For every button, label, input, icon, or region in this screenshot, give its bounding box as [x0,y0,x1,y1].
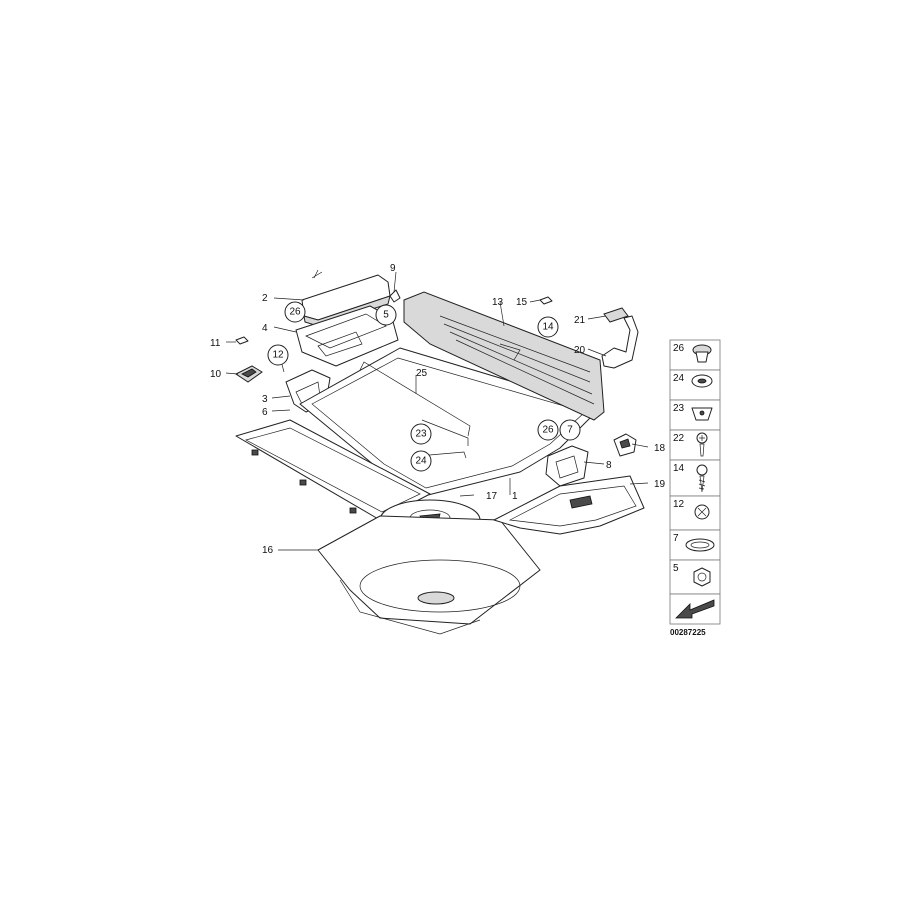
grommet-icon [692,344,712,363]
legend-label-26: 26 [673,343,685,354]
circle-label-14: 14 [542,322,554,333]
direction-arrow-icon [675,599,715,619]
oval-head-screw-icon [694,504,710,520]
legend-label-24: 24 [673,373,685,384]
legend-label-7: 7 [673,533,679,544]
label-11: 11 [210,338,221,349]
label-18: 18 [654,443,666,454]
label-21: 21 [574,315,586,326]
part-8-bracket [545,445,589,487]
part-15-clip [539,296,553,305]
label-15: 15 [516,297,528,308]
rivet-clip-icon [691,374,713,388]
label-4: 4 [262,323,268,334]
legend-label-12: 12 [673,499,685,510]
label-20: 20 [574,345,586,356]
part-10-clip [235,365,263,383]
circle-label-7: 7 [567,425,573,436]
circle-label-26-top: 26 [289,307,301,318]
tapping-screw-icon [696,464,708,493]
part-23-rod [421,419,469,446]
circle-label-5: 5 [383,310,389,321]
legend-label-5: 5 [673,563,679,574]
label-16: 16 [262,545,274,556]
legend-label-14: 14 [673,463,685,474]
label-9: 9 [390,263,396,274]
part-11-clip [235,336,249,345]
label-3: 3 [262,394,268,405]
part-18-clip [613,433,637,457]
part-13-rear-trim [403,291,605,421]
label-19: 19 [654,479,666,490]
legend-label-23: 23 [673,403,685,414]
label-6: 6 [262,407,268,418]
part-19-tray [493,475,645,535]
clip-nut-icon [691,407,713,421]
circle-label-23: 23 [415,429,427,440]
label-10: 10 [210,369,222,380]
label-17: 17 [486,491,498,502]
fastener-legend: 26 24 23 22 14 12 7 5 [669,339,721,625]
part-16-wheel-well [317,515,541,635]
label-1: 1 [512,491,518,502]
circle-label-24: 24 [415,456,427,467]
label-2: 2 [262,293,268,304]
screw-icon [696,432,708,457]
circled-labels: 26 5 12 14 23 24 26 7 [267,301,581,472]
grommet-oval-icon [685,538,715,552]
circle-label-26-right: 26 [542,425,554,436]
part-4-frame [295,305,399,367]
part-labels: 1 2 3 4 6 8 9 10 11 13 15 16 17 18 19 20… [210,263,666,556]
label-25: 25 [416,368,428,379]
hex-nut-icon [693,567,711,587]
label-8: 8 [606,460,612,471]
label-13: 13 [492,297,504,308]
part-1-floor-mat [235,419,431,521]
circle-label-12: 12 [272,350,284,361]
legend-label-22: 22 [673,433,685,444]
part-24-rod [417,451,467,459]
part-20-strap [601,315,639,369]
part-21-clip [603,307,629,323]
diagram-code: 00287225 [670,628,706,637]
part-9-clip [389,289,401,303]
part-2-storage-box [301,269,391,327]
